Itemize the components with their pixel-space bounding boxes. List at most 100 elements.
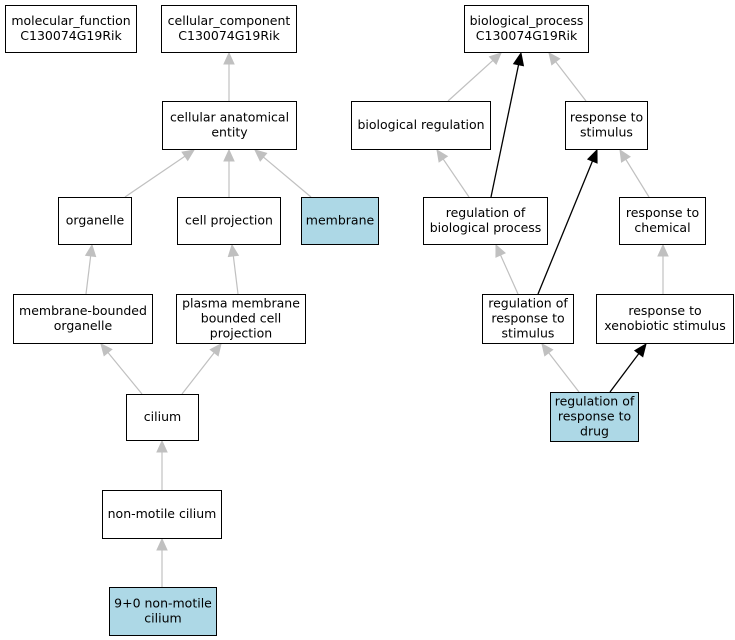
edge-cilium-to-pmbcp xyxy=(181,343,222,395)
node-label: 9+0 non-motile xyxy=(114,596,212,611)
node-label: cellular_component xyxy=(168,13,291,28)
node-box xyxy=(102,490,222,539)
arrowhead-icon xyxy=(223,51,235,65)
node-box xyxy=(550,392,639,442)
edge-line xyxy=(555,61,587,102)
go-term-node-cellproj[interactable]: cell projection xyxy=(177,197,281,245)
arrowhead-icon xyxy=(156,439,168,453)
edge-pmbcp-to-cellproj xyxy=(227,243,240,295)
edge-line xyxy=(232,255,239,295)
edge-cilium-to-mbo xyxy=(100,343,143,395)
node-label: plasma membrane xyxy=(182,296,300,311)
edge-rrd-to-rtx xyxy=(609,342,647,393)
arrowhead-icon xyxy=(619,148,631,163)
node-label: cellular anatomical xyxy=(170,110,289,125)
node-label: C130074G19Rik xyxy=(178,28,280,43)
node-label: organelle xyxy=(66,213,125,228)
node-label: drug xyxy=(580,424,609,439)
node-label: non-motile cilium xyxy=(108,506,217,521)
node-label: projection xyxy=(210,326,272,341)
edge-line xyxy=(499,254,519,295)
arrowhead-icon xyxy=(223,148,235,162)
node-label: entity xyxy=(211,125,248,140)
edge-membrane-to-cae xyxy=(254,149,312,198)
edge-rtc-to-rts xyxy=(619,148,650,198)
go-term-node-bioreg[interactable]: biological regulation xyxy=(351,101,491,150)
edge-rbp-to-bioreg xyxy=(436,149,470,198)
node-box xyxy=(482,294,574,344)
edge-line xyxy=(609,353,640,393)
go-term-node-membrane[interactable]: membrane xyxy=(301,197,379,245)
edge-rrs-to-rbp xyxy=(495,243,519,295)
edge-rrs-to-rts xyxy=(537,148,598,295)
node-box xyxy=(13,294,153,344)
node-box xyxy=(109,587,217,636)
go-term-node-nmc[interactable]: non-motile cilium xyxy=(102,490,222,539)
edge-nmc90-to-nmc xyxy=(156,537,168,587)
edge-bioreg-to-bp_root xyxy=(447,52,502,102)
node-box xyxy=(565,101,648,150)
node-label: stimulus xyxy=(580,125,633,140)
node-label: cell projection xyxy=(185,213,273,228)
edge-rts-to-bp_root xyxy=(548,52,587,102)
arrowhead-icon xyxy=(436,149,449,163)
edge-line xyxy=(124,155,186,198)
node-box xyxy=(126,394,199,441)
edge-line xyxy=(625,159,650,198)
arrowhead-icon xyxy=(209,343,222,357)
edge-nmc-to-cilium xyxy=(156,439,168,490)
arrowhead-icon xyxy=(488,52,502,66)
node-label: membrane xyxy=(306,213,375,228)
node-label: cilium xyxy=(144,409,181,424)
edge-line xyxy=(107,352,143,395)
node-label: chemical xyxy=(634,220,690,235)
go-term-node-organelle[interactable]: organelle xyxy=(58,197,132,245)
arrowhead-icon xyxy=(541,343,554,357)
node-box xyxy=(177,197,281,245)
arrowhead-icon xyxy=(586,148,598,164)
arrowhead-icon xyxy=(633,342,647,358)
edge-line xyxy=(548,352,580,393)
node-label: regulation of xyxy=(446,205,526,220)
arrowhead-icon xyxy=(512,51,525,67)
node-label: response to xyxy=(628,303,701,318)
node-box xyxy=(161,5,297,53)
node-label: xenobiotic stimulus xyxy=(604,318,725,333)
go-term-node-cilium[interactable]: cilium xyxy=(126,394,199,441)
node-label: regulation of xyxy=(555,394,635,409)
edge-rtx-to-rtc xyxy=(657,243,669,294)
node-box xyxy=(596,294,734,344)
arrowhead-icon xyxy=(495,243,506,258)
edge-line xyxy=(537,160,594,295)
edges-layer xyxy=(84,51,669,587)
node-label: C130074G19Rik xyxy=(476,28,578,43)
node-box xyxy=(619,197,706,245)
edge-rbp-to-bp_root xyxy=(490,51,525,198)
edge-line xyxy=(181,352,215,395)
arrowhead-icon xyxy=(548,52,561,66)
node-label: biological process xyxy=(430,220,542,235)
node-box xyxy=(301,197,379,245)
edge-line xyxy=(85,255,92,295)
node-box xyxy=(423,197,548,245)
node-box xyxy=(351,101,491,150)
node-box xyxy=(176,294,306,344)
node-label: C130074G19Rik xyxy=(20,28,122,43)
edge-organelle-to-cae xyxy=(124,149,195,198)
edge-line xyxy=(447,59,494,102)
arrowhead-icon xyxy=(100,343,113,357)
